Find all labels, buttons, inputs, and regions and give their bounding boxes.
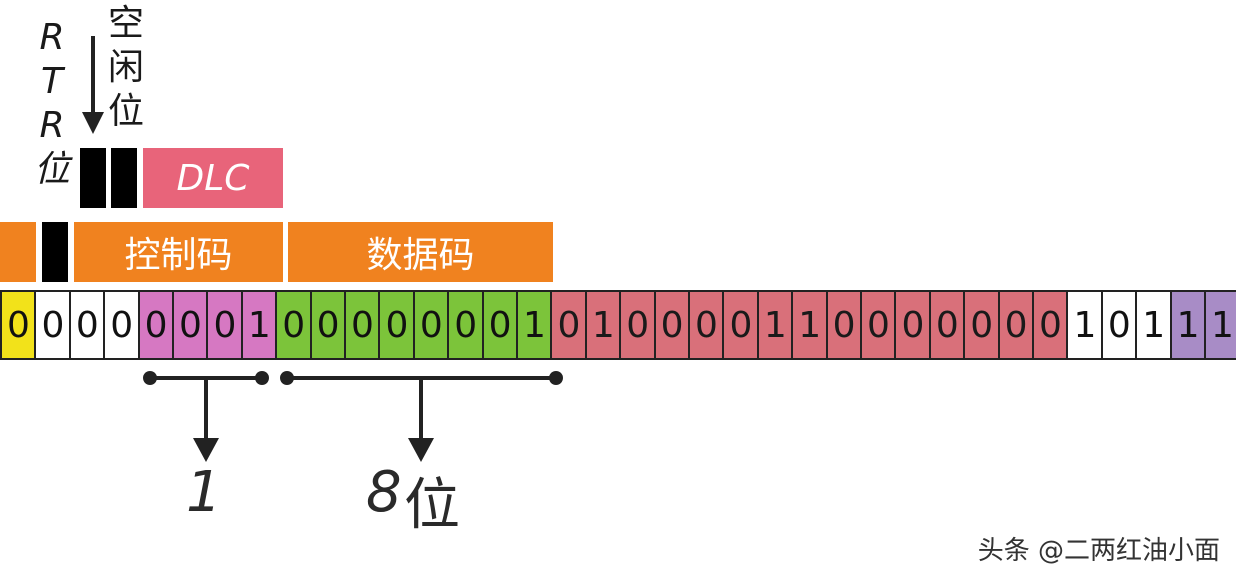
bit-cell: 0 <box>550 290 586 360</box>
data-code-length-number: 8 <box>366 460 402 525</box>
bit-cell: 0 <box>0 290 35 360</box>
idle-bit-marker-2 <box>111 148 137 208</box>
bit-cell: 1 <box>791 290 827 360</box>
data-code-length-unit: 位 <box>404 473 460 538</box>
data-code-bar: 数据码 <box>288 222 553 282</box>
bit-cell: 0 <box>653 290 689 360</box>
bit-cell: 0 <box>412 290 448 360</box>
idle-bit-label: 空 闲 位 <box>107 3 144 132</box>
orange-bar-left <box>0 222 36 282</box>
bit-cell: 0 <box>1100 290 1136 360</box>
bit-cell: 0 <box>68 290 104 360</box>
bit-cell: 1 <box>516 290 551 360</box>
rtr-bit-marker <box>42 222 68 282</box>
bit-cell: 1 <box>240 290 276 360</box>
bit-cell: 0 <box>860 290 895 360</box>
bit-cell: 0 <box>928 290 964 360</box>
bit-cell: 0 <box>309 290 345 360</box>
watermark-text: 头条 @二两红油小面 <box>977 536 1220 566</box>
bit-cell: 0 <box>378 290 414 360</box>
control-code-length: 1 <box>186 460 222 525</box>
bit-cell: 0 <box>34 290 70 360</box>
bit-cell: 1 <box>1204 290 1236 360</box>
bit-cell: 0 <box>722 290 758 360</box>
control-code-bar: 控制码 <box>74 222 283 282</box>
bit-cell: 0 <box>137 290 173 360</box>
dlc-box: DLC <box>143 148 283 208</box>
bit-cell: 0 <box>103 290 139 360</box>
bit-cell: 0 <box>172 290 207 360</box>
idle-bit-marker-1 <box>80 148 106 208</box>
bit-cell: 1 <box>1135 290 1171 360</box>
bit-cell: 0 <box>1032 290 1067 360</box>
bit-cell: 1 <box>584 290 620 360</box>
bit-cell: 1 <box>1066 290 1102 360</box>
bit-cell: 0 <box>963 290 999 360</box>
bit-cell: 1 <box>1169 290 1205 360</box>
bit-cell: 0 <box>825 290 861 360</box>
bit-cell: 0 <box>619 290 655 360</box>
bit-cell: 0 <box>997 290 1033 360</box>
bit-cell: 0 <box>206 290 242 360</box>
bit-cell: 0 <box>447 290 483 360</box>
bit-cell: 0 <box>275 290 311 360</box>
bit-cell: 0 <box>344 290 379 360</box>
rtr-bit-label: R T R 位 <box>33 17 70 190</box>
bit-cell: 0 <box>481 290 517 360</box>
bit-cell: 0 <box>894 290 930 360</box>
bit-cell: 1 <box>756 290 792 360</box>
bit-cell: 0 <box>688 290 723 360</box>
